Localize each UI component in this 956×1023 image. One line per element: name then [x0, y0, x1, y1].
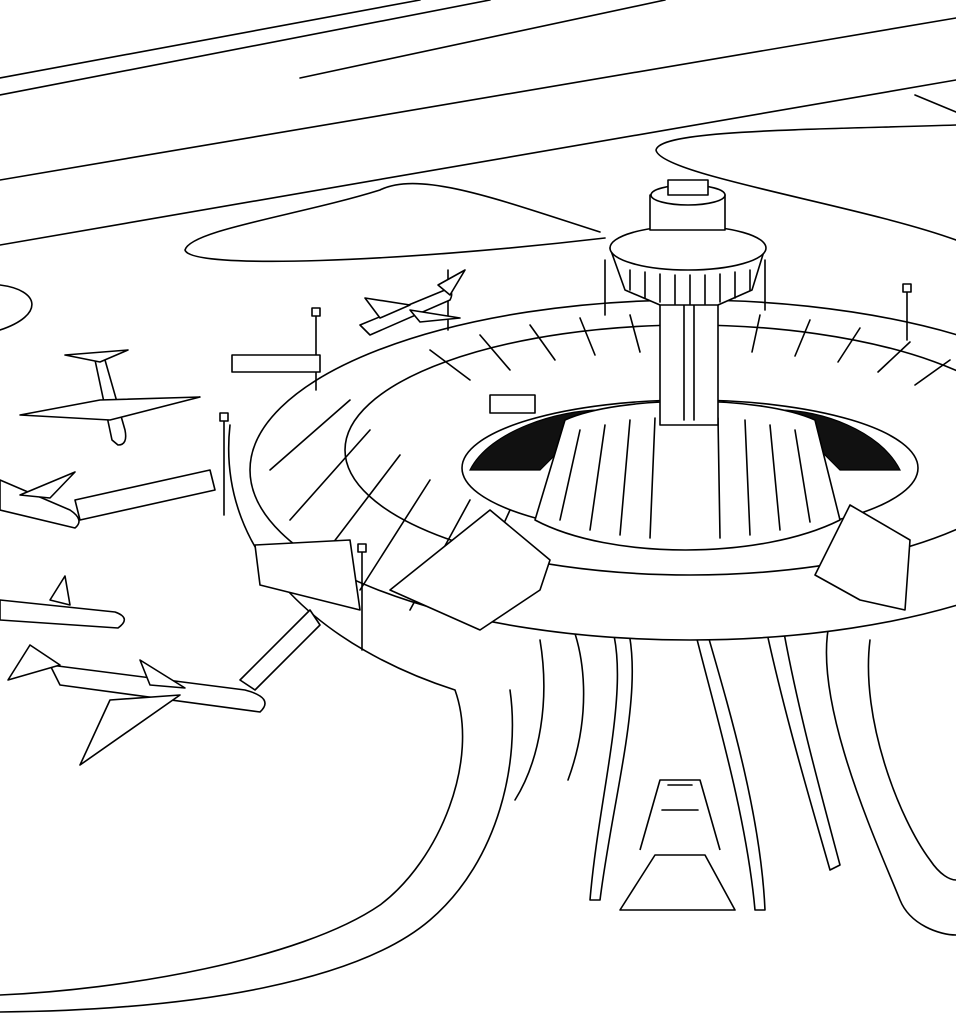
apron-roads	[0, 424, 956, 1013]
planes	[0, 269, 466, 766]
plane-1	[19, 349, 201, 446]
control-tower	[604, 179, 767, 426]
plane-2	[0, 471, 80, 529]
plane-3	[0, 575, 126, 629]
plane-5	[359, 269, 466, 336]
runways	[0, 0, 956, 331]
plane-4	[7, 644, 266, 766]
jet-bridges	[74, 354, 321, 691]
terminal-ring	[249, 299, 956, 641]
